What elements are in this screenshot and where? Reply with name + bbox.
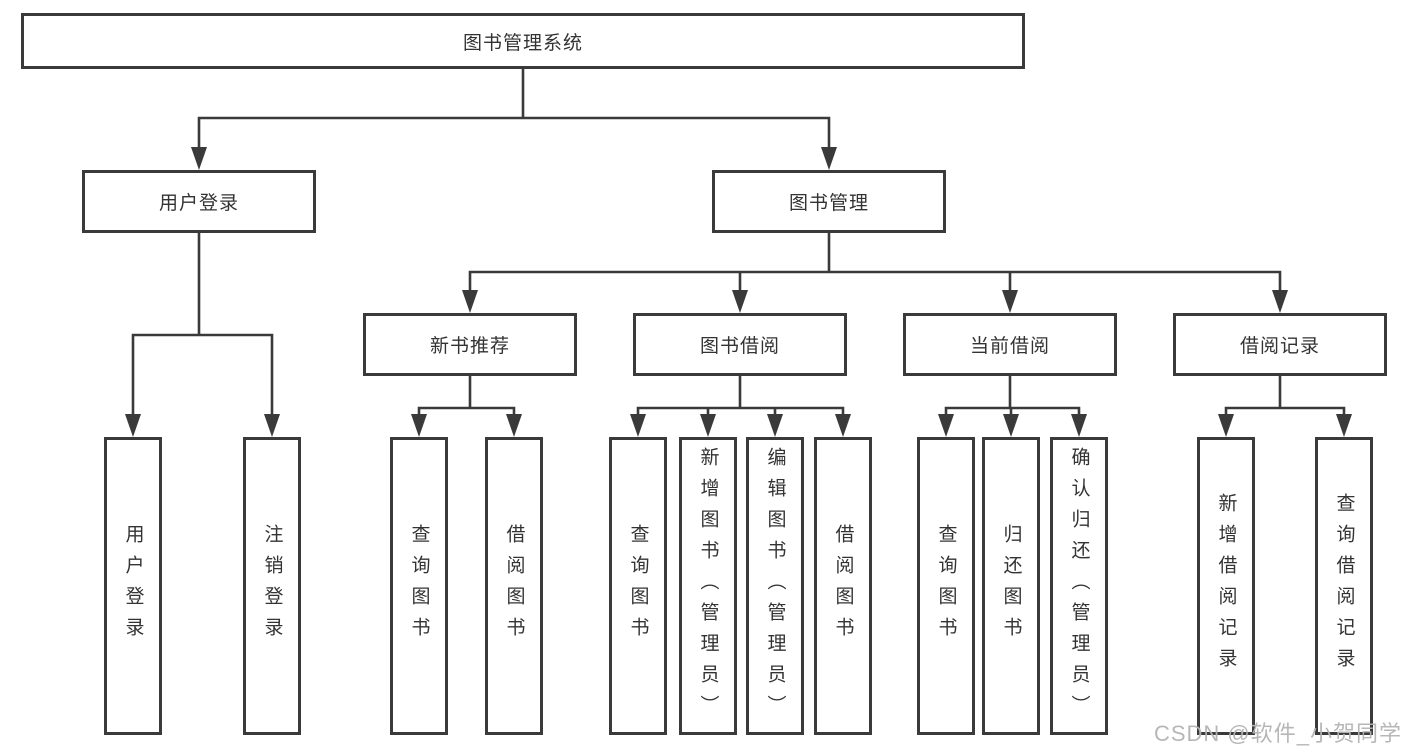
node-leaf-query-books-borrow: 查询图书 [609,437,667,735]
arrowhead [732,290,748,313]
arrowhead [1003,414,1019,437]
arrowhead [264,414,280,437]
node-leaf-query-borrow-record: 查询借阅记录 [1315,437,1373,735]
node-new-book-recommend-label: 新书推荐 [429,336,510,357]
node-book-management-label: 图书管理 [788,193,869,214]
node-borrow-records: 借阅记录 [1173,313,1387,376]
node-leaf-add-borrow-record: 新增借阅记录 [1197,437,1255,735]
connector-book-borrow-children [636,374,845,423]
node-borrow-records-label: 借阅记录 [1239,336,1320,357]
node-leaf-logout: 注销登录 [243,437,301,735]
connector-user-login-children [131,231,274,423]
node-leaf-user-login: 用户登录 [104,437,162,735]
node-leaf-query-books-current: 查询图书 [917,437,975,735]
node-leaf-confirm-return-admin-label: 确认归还（管理员） [1068,446,1090,726]
arrowhead [1336,414,1352,437]
node-leaf-query-books-borrow-label: 查询图书 [627,524,649,648]
arrowhead [767,414,783,437]
arrowhead [411,414,427,437]
node-leaf-return-books-label: 归还图书 [1000,524,1022,648]
arrowhead [1218,414,1234,437]
connector-new-book-recommend-children [417,374,516,423]
watermark: CSDN @软件_小贺同学 [1153,721,1402,746]
node-book-borrow-label: 图书借阅 [699,336,780,357]
node-leaf-edit-books-admin: 编辑图书（管理员） [746,437,804,735]
arrowhead [125,414,141,437]
node-user-login-label: 用户登录 [158,193,239,214]
arrowhead [938,414,954,437]
node-leaf-add-borrow-record-label: 新增借阅记录 [1215,493,1237,679]
node-book-borrow: 图书借阅 [633,313,847,376]
arrowhead [1272,290,1288,313]
node-leaf-return-books: 归还图书 [982,437,1040,735]
node-leaf-query-books-current-label: 查询图书 [935,524,957,648]
node-current-borrow: 当前借阅 [903,313,1117,376]
node-leaf-borrow-books-recommend-label: 借阅图书 [503,524,525,648]
node-current-borrow-label: 当前借阅 [969,336,1050,357]
arrowhead [821,147,837,170]
node-new-book-recommend: 新书推荐 [363,313,577,376]
node-leaf-query-books-recommend-label: 查询图书 [408,524,430,648]
node-book-management: 图书管理 [712,170,946,233]
node-leaf-borrow-books-recommend: 借阅图书 [485,437,543,735]
node-leaf-query-books-recommend: 查询图书 [390,437,448,735]
connector-book-management-children [468,231,1282,299]
arrowhead [462,290,478,313]
node-leaf-query-borrow-record-label: 查询借阅记录 [1333,493,1355,679]
node-leaf-add-books-admin: 新增图书（管理员） [679,437,737,735]
node-root: 图书管理系统 [21,13,1025,69]
node-user-login: 用户登录 [82,170,316,233]
connector-root-to-level2 [197,66,831,156]
arrowhead [700,414,716,437]
arrowhead [1071,414,1087,437]
connector-borrow-records-children [1224,374,1346,423]
arrowhead [191,147,207,170]
node-leaf-edit-books-admin-label: 编辑图书（管理员） [764,446,786,726]
node-leaf-confirm-return-admin: 确认归还（管理员） [1050,437,1108,735]
node-leaf-add-books-admin-label: 新增图书（管理员） [697,446,719,726]
node-root-label: 图书管理系统 [462,32,583,54]
node-leaf-borrow-books: 借阅图书 [814,437,872,735]
arrowhead [630,414,646,437]
arrowhead [1002,290,1018,313]
arrowhead [835,414,851,437]
arrowhead [506,414,522,437]
node-leaf-user-login-label: 用户登录 [122,524,144,648]
node-leaf-logout-label: 注销登录 [261,524,283,648]
node-leaf-borrow-books-label: 借阅图书 [832,524,854,648]
